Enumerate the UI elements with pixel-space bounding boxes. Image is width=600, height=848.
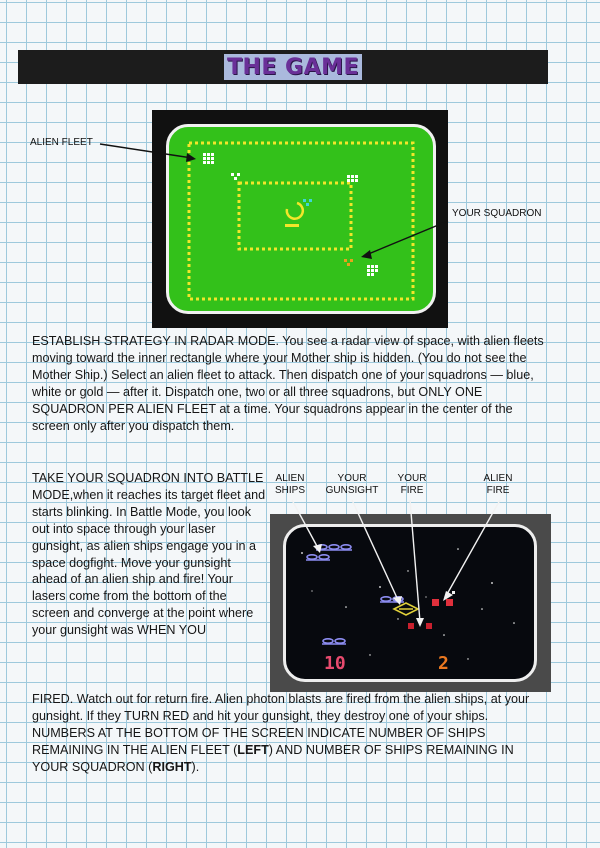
label-alien-fleet: ALIEN FLEET [30, 137, 93, 148]
alien-ship-icon [306, 553, 330, 561]
battle-paragraph-side: TAKE YOUR SQUADRON INTO BATTLE MODE,when… [32, 471, 266, 638]
score-alien-fleet: 10 [324, 653, 346, 674]
strategy-paragraph: ESTABLISH STRATEGY IN RADAR MODE. You se… [32, 334, 544, 433]
label-your-fire: YOUR FIRE [397, 473, 427, 496]
alien-ship-icon [380, 596, 404, 603]
alien-fire-icon [432, 599, 453, 606]
radar-screen [166, 124, 436, 314]
alien-ship-icon [322, 638, 346, 645]
label-your-squadron: YOUR SQUADRON [452, 208, 542, 219]
alien-fleet-icon [367, 265, 378, 276]
battle-screen: 10 2 [283, 524, 537, 682]
battle-paragraph-full: FIRED. Watch out for return fire. Alien … [32, 692, 530, 774]
gunsight-icon [392, 602, 420, 616]
mother-ship-marker [285, 201, 304, 220]
blue-squadron-icon [303, 199, 312, 206]
alien-fleet-icon [347, 175, 358, 182]
alien-ship-icon [316, 543, 352, 551]
alien-fleet-icon [203, 153, 214, 164]
label-alien-ships: ALIEN SHIPS [274, 473, 305, 496]
your-fire-icon [408, 623, 432, 629]
title-box: THE GAME [222, 52, 364, 82]
score-your-squadron: 2 [438, 653, 449, 674]
white-squadron-icon [231, 173, 240, 180]
radar-inner-rectangle [237, 181, 353, 251]
gold-squadron-icon [344, 259, 353, 266]
radar-outer-boundary [187, 141, 415, 301]
alien-fire-spark [452, 591, 455, 594]
label-alien-fire: ALIEN FIRE [483, 473, 513, 496]
page-title: THE GAME [226, 54, 360, 80]
label-your-gunsight: YOUR GUNSIGHT [325, 473, 379, 496]
radar-display [187, 141, 415, 301]
